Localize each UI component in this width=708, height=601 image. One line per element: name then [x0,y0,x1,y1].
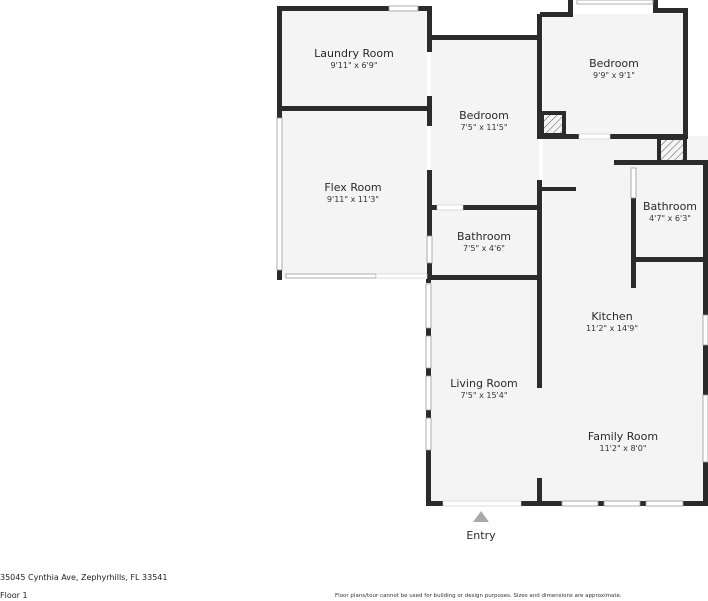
room-flex-room: Flex Room 9'11" x 11'3" [324,181,381,205]
room-living-room: Living Room 7'5" x 15'4" [450,377,518,401]
room-name: Bedroom [459,109,509,122]
room-bathroom-2: Bathroom 4'7" x 6'3" [643,200,697,224]
windows [276,0,708,507]
room-name: Bathroom [456,230,512,243]
floor-label: Floor 1 [0,591,28,600]
room-dimensions: 7'5" x 15'4" [460,391,508,400]
room-bedroom-1: Bedroom 7'5" x 11'5" [459,109,509,133]
door-openings [375,133,611,507]
room-dimensions: 11'2" x 8'0" [599,444,647,453]
entry-label: Entry [466,529,496,542]
room-name: Living Room [450,377,518,390]
room-dimensions: 7'5" x 4'6" [463,244,505,253]
triangle-up-icon [473,511,489,522]
room-dimensions: 4'7" x 6'3" [649,214,691,223]
room-bedroom-2: Bedroom 9'9" x 9'1" [589,57,639,81]
room-dimensions: 9'11" x 6'9" [330,61,378,70]
room-dimensions: 9'9" x 9'1" [593,71,635,80]
room-family-room: Family Room 11'2" x 8'0" [588,430,658,454]
disclaimer-text: Floor plans/tour cannot be used for buil… [335,593,622,599]
room-kitchen: Kitchen 11'2" x 14'9" [586,310,638,334]
room-name: Family Room [587,430,659,443]
room-name: Kitchen [591,310,633,323]
room-laundry-room: Laundry Room 9'11" x 6'9" [314,47,394,71]
room-dimensions: 9'11" x 11'3" [326,195,380,204]
room-bathroom-1: Bathroom 7'5" x 4'6" [457,230,511,254]
room-dimensions: 7'5" x 11'5" [460,123,508,132]
room-name: Bedroom [589,57,639,70]
room-name: Laundry Room [314,47,394,60]
room-dimensions: 11'2" x 14'9" [585,324,639,333]
room-name: Bathroom [642,200,698,213]
walls [277,0,708,506]
property-address: 35045 Cynthia Ave, Zephyrhills, FL 33541 [0,573,168,582]
floor-fills [281,10,708,503]
room-name: Flex Room [324,181,382,194]
